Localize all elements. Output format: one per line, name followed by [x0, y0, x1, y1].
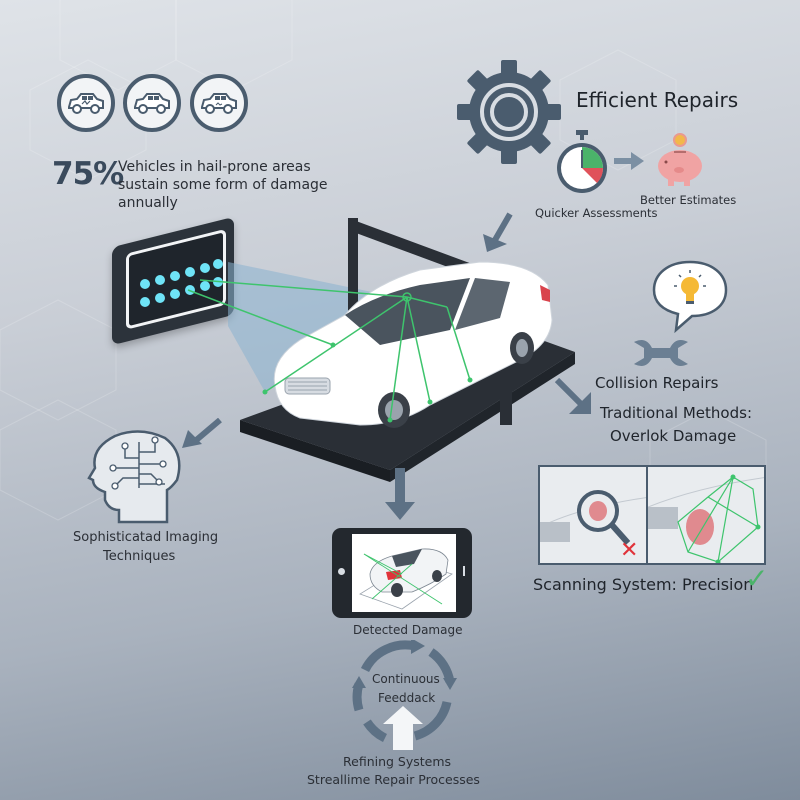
arrow-right-icon	[614, 152, 644, 170]
efficient-repairs-title: Efficient Repairs	[576, 88, 739, 112]
imaging-line2: Techniques	[103, 549, 176, 564]
gear-icon	[457, 60, 561, 164]
continuous-feedback-cycle-icon	[352, 640, 457, 743]
wrench-icon	[634, 340, 688, 366]
refining-line1: Refining Systems	[343, 754, 452, 769]
traditional-methods-line2: Overlok Damage	[610, 427, 737, 445]
traditional-inspection-panel: ✕	[538, 465, 648, 565]
arrow-down-to-tablet-icon	[385, 468, 415, 520]
quicker-assessments-label: Quicker Assessments	[535, 206, 658, 220]
collision-repairs-title: Collision Repairs	[595, 374, 719, 392]
arrow-to-imaging-icon	[182, 418, 222, 448]
arrow-to-car-icon	[483, 212, 513, 252]
tablet-device	[332, 528, 472, 618]
refining-up-arrow-icon	[383, 706, 423, 750]
ai-brain-head-icon	[87, 430, 181, 524]
x-mark-icon: ✕	[620, 538, 638, 563]
feedback-line1: Continuous	[372, 672, 440, 686]
stopwatch-icon	[557, 130, 607, 193]
damaged-car-icon	[57, 74, 115, 132]
scanner-lights	[140, 259, 223, 307]
arrow-to-collision-icon	[555, 378, 591, 414]
stat-value: 75%	[52, 156, 124, 192]
check-mark-icon: ✓	[745, 562, 769, 595]
traditional-methods-line1: Traditional Methods:	[600, 404, 752, 422]
piggy-bank-icon	[658, 133, 702, 186]
detected-damage-label: Detected Damage	[353, 623, 463, 637]
tablet-home-button	[338, 568, 345, 575]
tablet-camera	[463, 566, 465, 576]
feedback-line2: Feeddack	[378, 691, 436, 705]
refining-line2: Streallime Repair Processes	[307, 772, 480, 787]
scanning-system-panel	[646, 465, 766, 565]
scanning-system-caption: Scanning System: Precision	[533, 575, 754, 594]
tablet-screen	[352, 534, 456, 612]
dented-car-icon	[190, 74, 248, 132]
car-icon	[123, 74, 181, 132]
lightbulb-speech-icon	[652, 260, 728, 334]
imaging-line1: Sophisticatad Imaging	[73, 530, 219, 545]
better-estimates-label: Better Estimates	[640, 193, 737, 207]
stat-description: Vehicles in hail-prone areas sustain som…	[118, 159, 328, 211]
